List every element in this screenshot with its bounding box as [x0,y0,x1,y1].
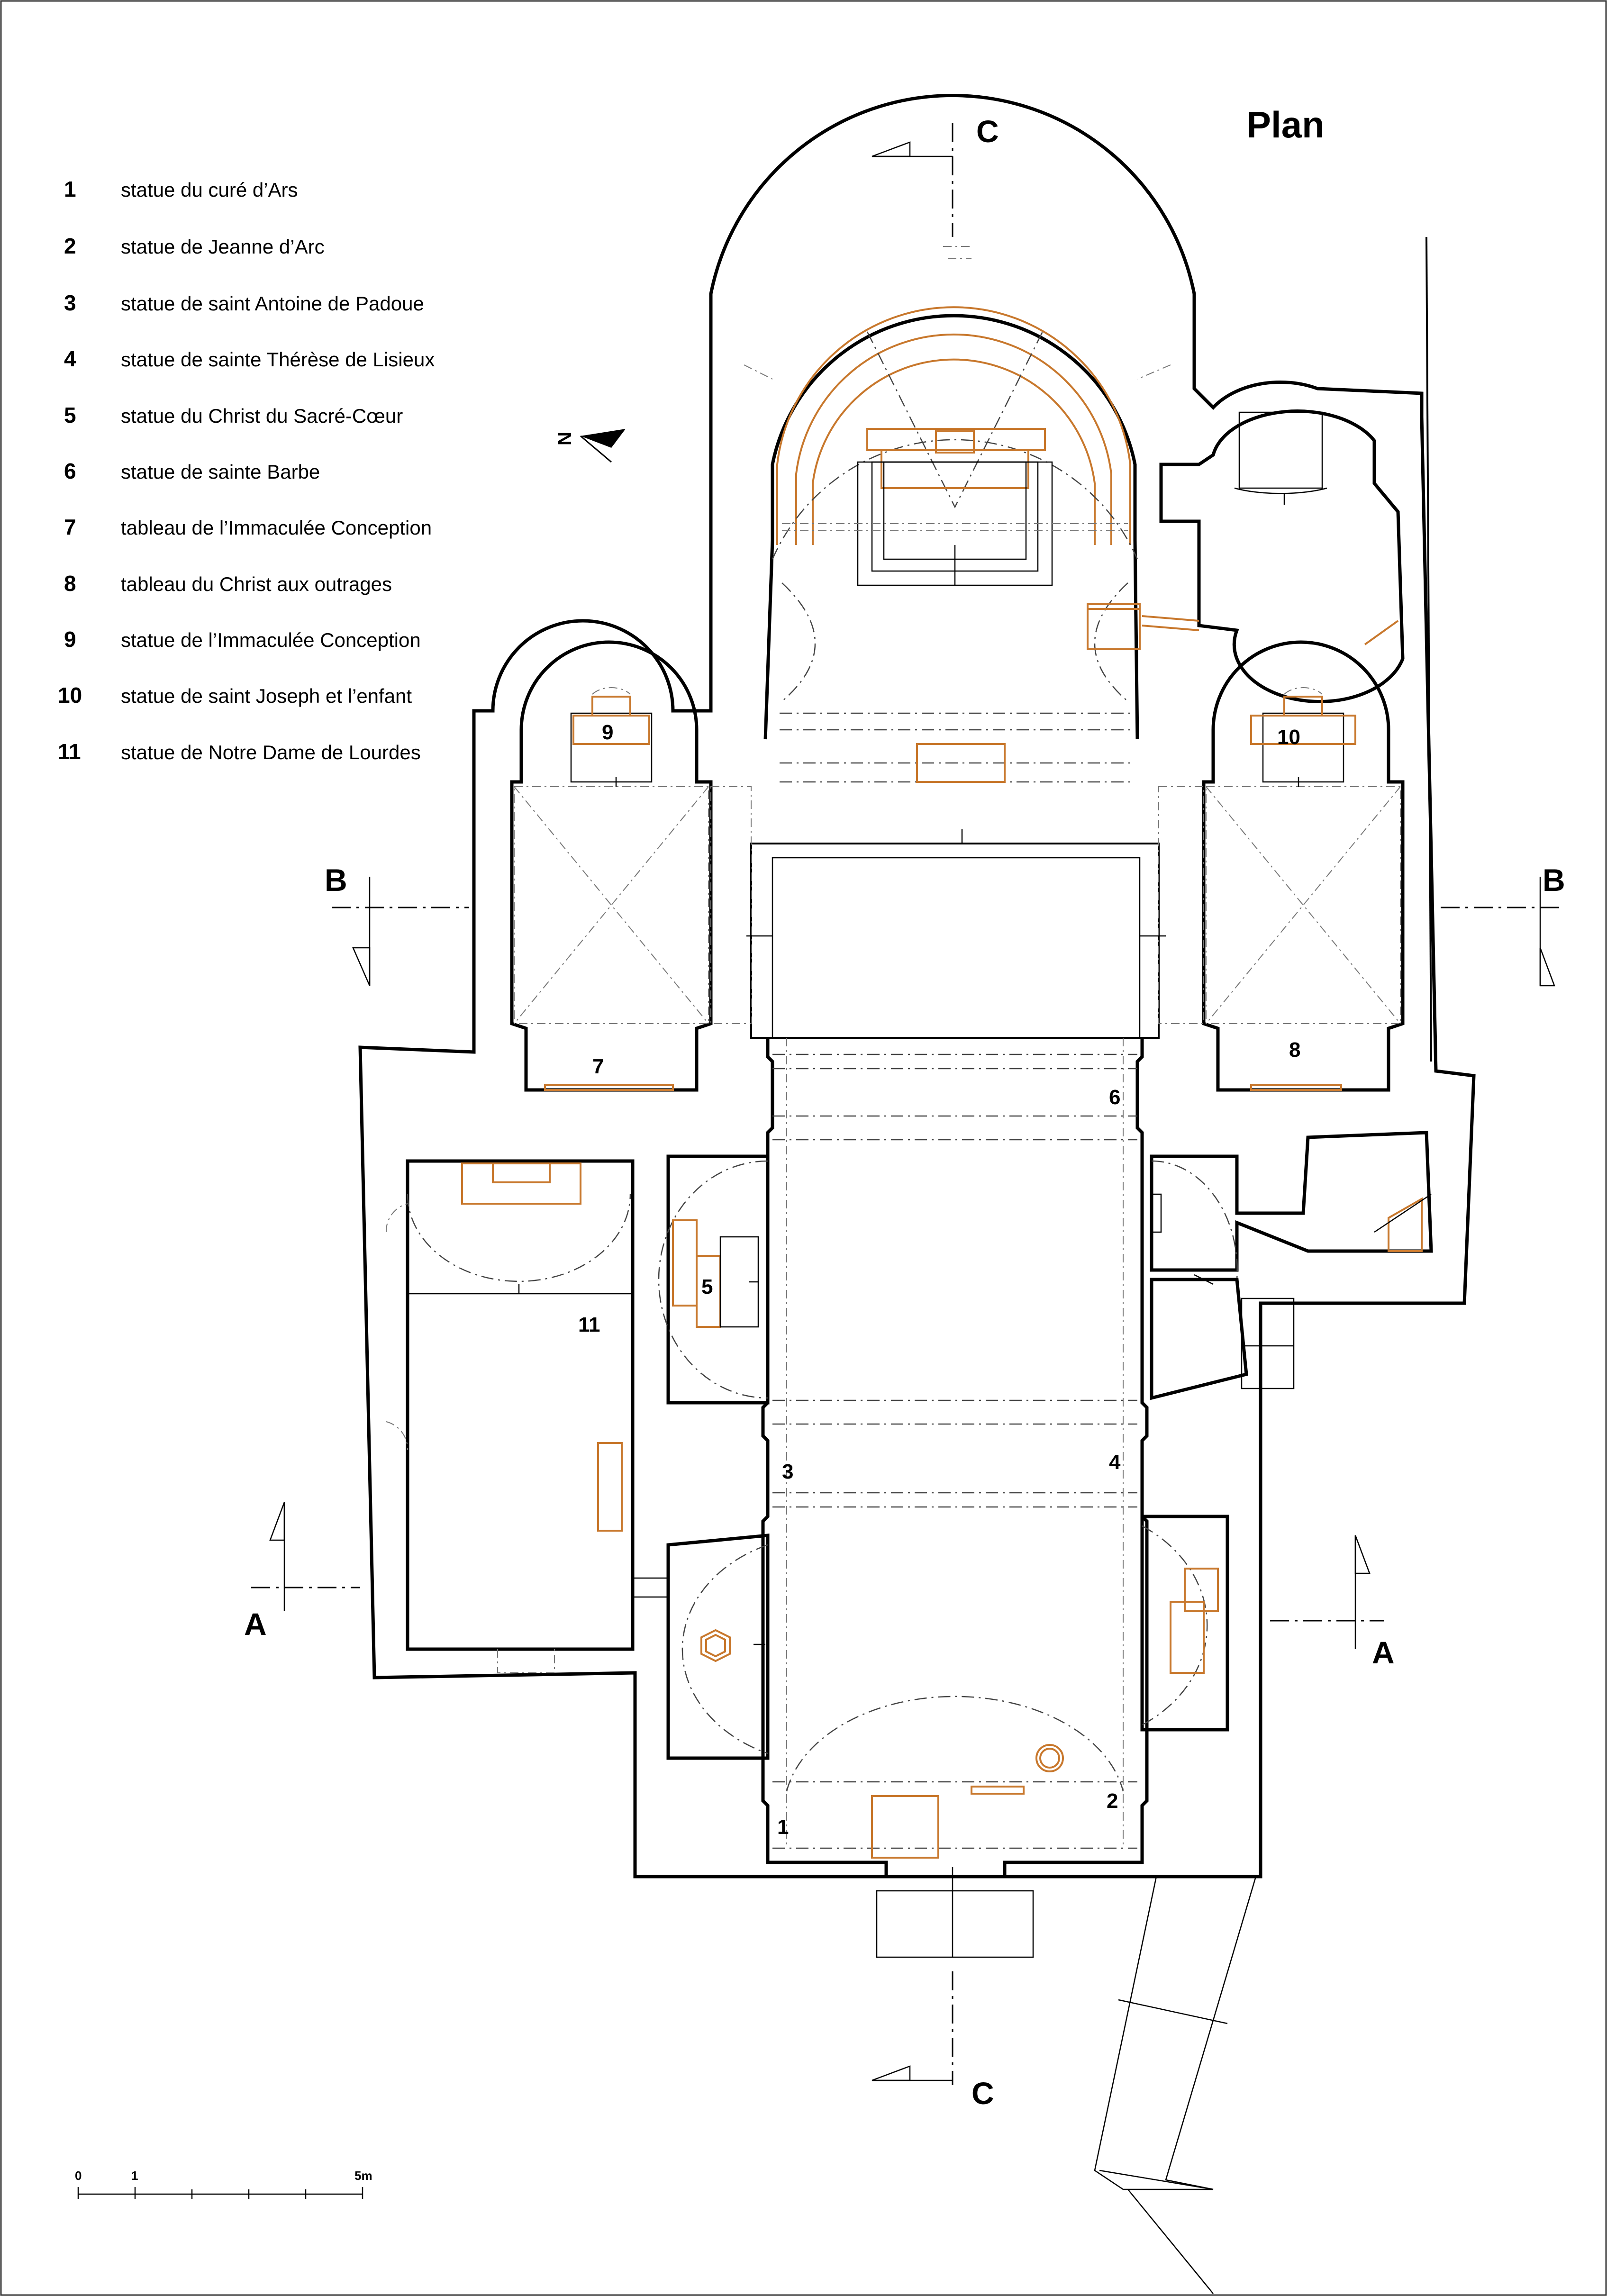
marker-7: 7 [592,1055,604,1078]
choir-apse [744,246,1171,783]
side-chapel-five [658,1154,770,1405]
section-label-c-bottom: C [971,2076,994,2111]
section-label-a-left: A [244,1606,267,1642]
baptistery [633,1534,770,1760]
legend-label: statue du Christ du Sacré-Cœur [121,405,403,427]
right-annex [1150,1131,1433,1400]
scale-label-zero: 0 [75,2169,82,2183]
sacristy [1142,409,1405,703]
section-label-a-right: A [1372,1635,1395,1670]
legend-num: 9 [64,627,76,652]
legend-num: 7 [64,515,76,539]
legend: 1 statue du curé d’Ars 2 statue de Jeann… [58,177,435,764]
nave [750,829,1160,1958]
section-lines [251,123,1564,2085]
legend-num: 2 [64,234,76,258]
legend-label: statue du curé d’Ars [121,179,298,201]
legend-num: 5 [64,403,76,427]
legend-num: 8 [64,571,76,596]
plan-title: Plan [1246,104,1325,145]
right-chapel [1202,640,1405,1092]
north-label: N [554,432,575,445]
scale-label-one: 1 [131,2169,138,2183]
legend-label: statue de Notre Dame de Lourdes [121,741,421,763]
transept-connectors [710,786,1204,1024]
legend-num: 4 [64,346,76,371]
marker-8: 8 [1289,1038,1300,1062]
legend-num: 10 [58,683,82,708]
legend-label: statue de saint Antoine de Padoue [121,292,424,315]
marker-6: 6 [1109,1086,1120,1109]
marker-2: 2 [1107,1789,1118,1813]
street-strip [1094,1876,1257,2294]
legend-label: statue de saint Joseph et l’enfant [121,685,412,707]
left-chapel [510,640,713,1092]
section-label-c-top: C [976,114,999,149]
legend-label: tableau de l’Immaculée Conception [121,517,432,539]
marker-9: 9 [602,721,613,744]
legend-num: 6 [64,459,76,483]
legend-num: 11 [58,739,81,764]
marker-5: 5 [701,1275,713,1298]
legend-label: statue de Jeanne d’Arc [121,236,325,258]
legend-label: tableau du Christ aux outrages [121,573,392,595]
section-label-b-right: B [1543,862,1565,898]
marker-4: 4 [1109,1451,1121,1474]
legend-num: 1 [64,177,76,201]
legend-num: 3 [64,290,76,315]
legend-label: statue de sainte Barbe [121,461,320,483]
marker-3: 3 [782,1460,793,1483]
legend-label: statue de sainte Thérèse de Lisieux [121,348,435,371]
north-arrow-icon: N [554,429,626,463]
marker-1: 1 [777,1815,789,1839]
section-label-b-left: B [325,862,347,898]
legend-label: statue de l’Immaculée Conception [121,629,421,651]
lourdes-chapel [385,1159,635,1673]
marker-10: 10 [1277,726,1300,749]
outer-walls [358,93,1476,1879]
scale-label-five: 5m [354,2169,372,2183]
marker-11: 11 [578,1313,600,1336]
right-lower-chapel [1140,1515,1229,1732]
scale-bar: 0 1 5m [75,2169,372,2199]
